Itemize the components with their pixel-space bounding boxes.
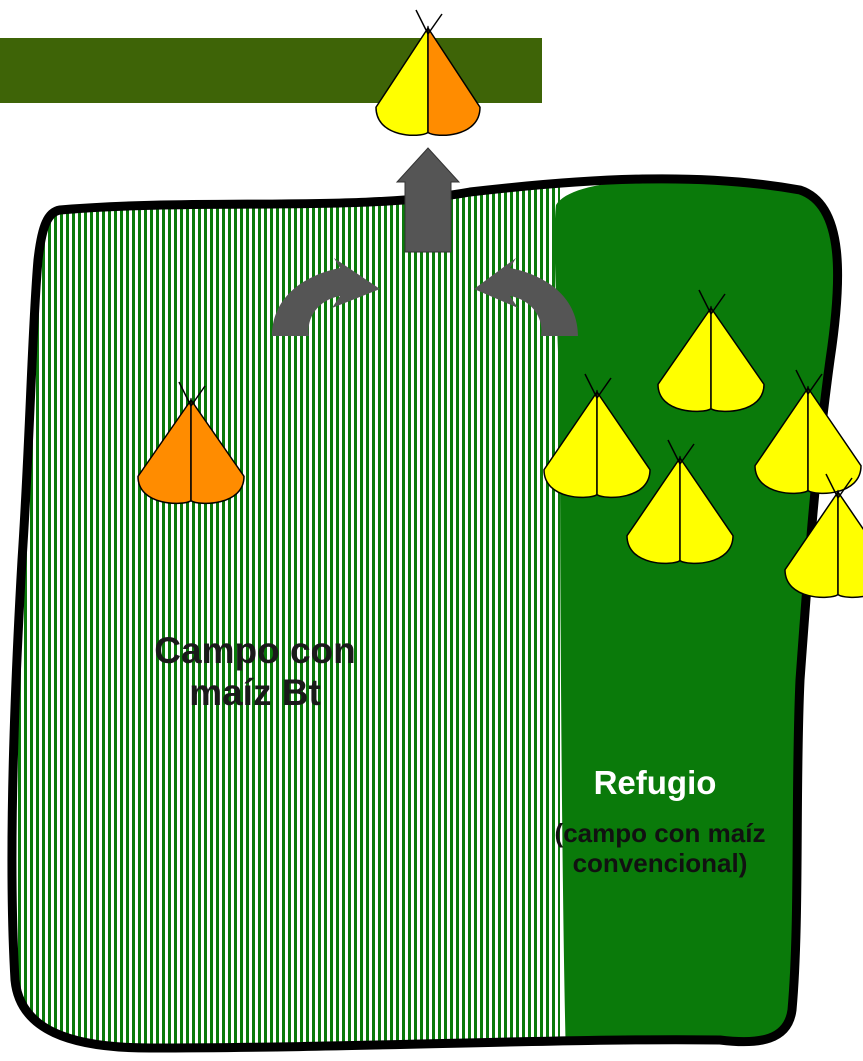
curved-arrow-icon xyxy=(272,258,380,336)
bt-field-area xyxy=(11,178,560,1049)
bt-field-label: Campo con maíz Bt xyxy=(120,630,390,714)
moth-icon xyxy=(784,473,863,599)
moths-layer xyxy=(137,9,863,599)
bt-field-label-line1: Campo con xyxy=(154,630,356,671)
refuge-subtitle: (campo con maíz convencional) xyxy=(490,818,830,878)
refuge-subtitle-line1: (campo con maíz xyxy=(554,818,766,848)
refuge-title: Refugio xyxy=(593,764,717,801)
field-border xyxy=(7,174,843,1053)
field xyxy=(11,178,838,1049)
moth-icon xyxy=(754,369,862,495)
curved-arrow-icon xyxy=(474,258,578,336)
bt-field-label-line2: maíz Bt xyxy=(189,672,321,713)
refuge-subtitle-line2: convencional) xyxy=(572,848,748,878)
up-arrow-icon xyxy=(395,147,461,253)
refuge-area xyxy=(554,178,838,1049)
moth-icon xyxy=(657,289,765,413)
moth-icon xyxy=(543,373,651,499)
moth-icon xyxy=(137,381,245,505)
moth-icon xyxy=(626,439,734,565)
moth-icon xyxy=(375,9,481,137)
